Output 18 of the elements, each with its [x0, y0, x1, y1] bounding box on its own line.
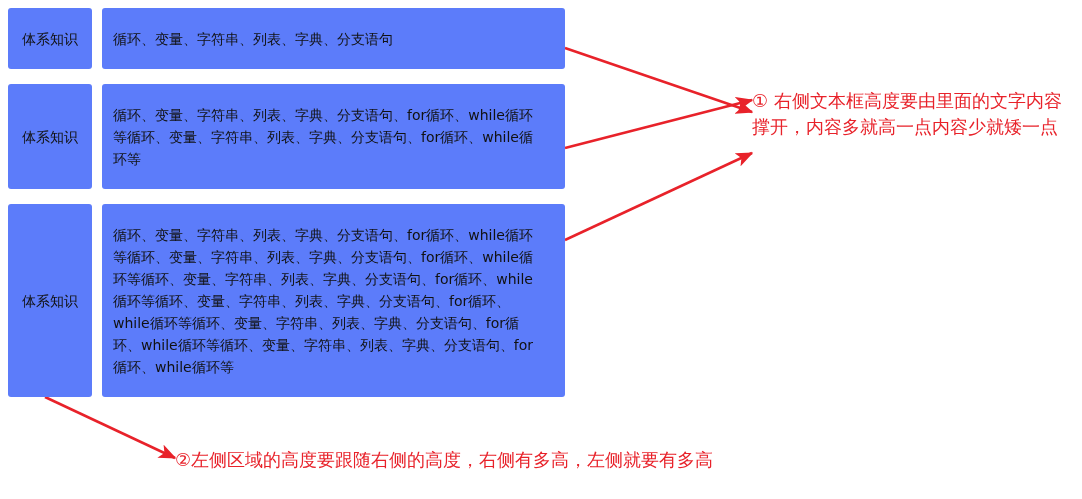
- box-text: 体系知识: [22, 127, 78, 147]
- label-box: [8, 8, 92, 69]
- annotation-text: ②左侧区域的高度要跟随右侧的高度，右侧有多高，左侧就要有多高: [175, 448, 714, 472]
- arrow: [564, 151, 754, 242]
- box-text: 循环、变量、字符串、列表、字典、分支语句、for循环、while循环等循环、变量、字符串、列表、字典、分支语句、for循环、while循环等: [113, 105, 534, 169]
- box-text: 循环、变量、字符串、列表、字典、分支语句: [113, 29, 393, 49]
- label-box: [8, 204, 92, 397]
- arrow: [44, 395, 177, 460]
- arrow: [564, 96, 754, 150]
- annotation-text: ① 右侧文本框高度要由里面的文字内容撑开，内容多就高一点内容少就矮一点: [752, 89, 1062, 139]
- arrow: [564, 46, 754, 114]
- box-text: 体系知识: [22, 291, 78, 311]
- box-text: 循环、变量、字符串、列表、字典、分支语句、for循环、while循环等循环、变量、字符串、列表、字典、分支语句、for循环、while循环等循环、变量、字符串、列表、字典、分支语句、for循环、while循环等循环、变量、字符串、列表、字典、分支语句、for循环、while循环等循环、变量、字符串、列表、字典、分支语句、for循环、while循环等循环、变量、字符串、列表、字典、分支语句、for循环、while循环等: [113, 225, 534, 377]
- text-box: [102, 84, 565, 189]
- box-text: 体系知识: [22, 29, 78, 49]
- label-box: [8, 84, 92, 189]
- text-box: [102, 204, 565, 397]
- text-box: [102, 8, 565, 69]
